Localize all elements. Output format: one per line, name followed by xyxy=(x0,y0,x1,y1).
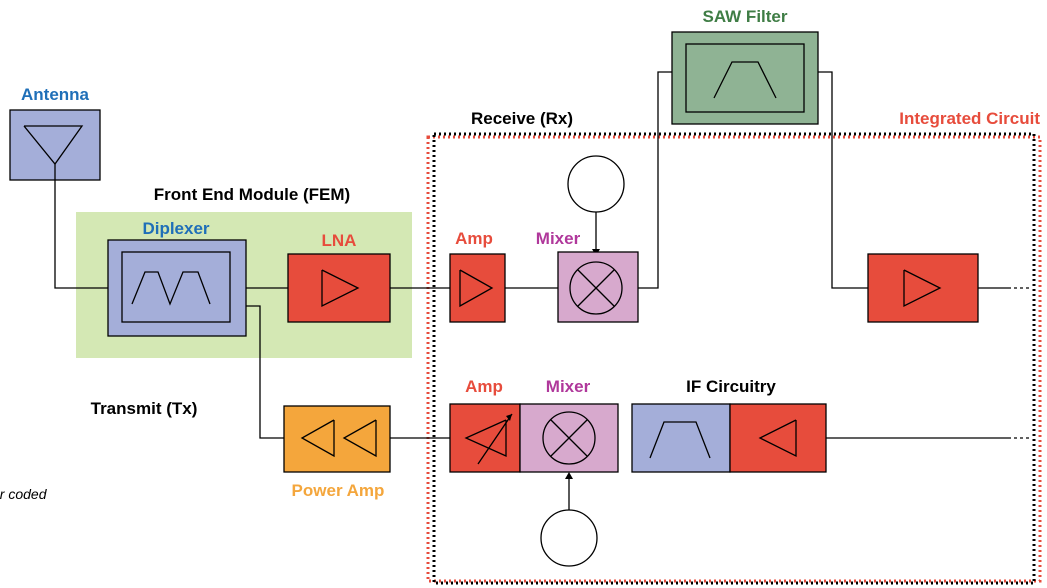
saw-filter-block xyxy=(671,31,819,125)
transmit-label: Transmit (Tx) xyxy=(91,399,198,418)
lna-block xyxy=(287,253,391,323)
rx-amp-label: Amp xyxy=(455,229,493,248)
power-amp-block xyxy=(283,405,391,473)
rx-mixer-block xyxy=(557,251,639,323)
power-amp-label: Power Amp xyxy=(292,481,385,500)
ic-amp-block xyxy=(867,253,979,323)
receive-label: Receive (Rx) xyxy=(471,109,573,128)
integrated-circuit-boundary xyxy=(426,135,1042,583)
partial-note-text: or coded xyxy=(0,486,47,502)
tx-amp-block xyxy=(449,403,521,473)
if-circuitry-label: IF Circuitry xyxy=(686,377,776,396)
wires xyxy=(54,71,1032,510)
rx-oscillator xyxy=(567,155,625,213)
tx-mixer-label: Mixer xyxy=(546,377,591,396)
lna-label: LNA xyxy=(322,231,357,250)
receive-boundary xyxy=(432,132,1036,585)
antenna-label: Antenna xyxy=(21,85,90,104)
rx-mixer-label: Mixer xyxy=(536,229,581,248)
tx-mixer-block xyxy=(519,403,619,473)
fem-label: Front End Module (FEM) xyxy=(154,185,350,204)
rx-amp-block xyxy=(449,253,506,323)
tx-oscillator xyxy=(540,509,598,567)
antenna-block xyxy=(9,109,101,181)
if-filter-block xyxy=(631,403,731,473)
saw-filter-label: SAW Filter xyxy=(702,7,787,26)
diplexer-label: Diplexer xyxy=(142,219,209,238)
tx-amp-label: Amp xyxy=(465,377,503,396)
if-amp-block xyxy=(729,403,827,473)
integrated-circuit-label: Integrated Circuit xyxy=(899,109,1040,128)
diplexer-block xyxy=(107,239,247,337)
